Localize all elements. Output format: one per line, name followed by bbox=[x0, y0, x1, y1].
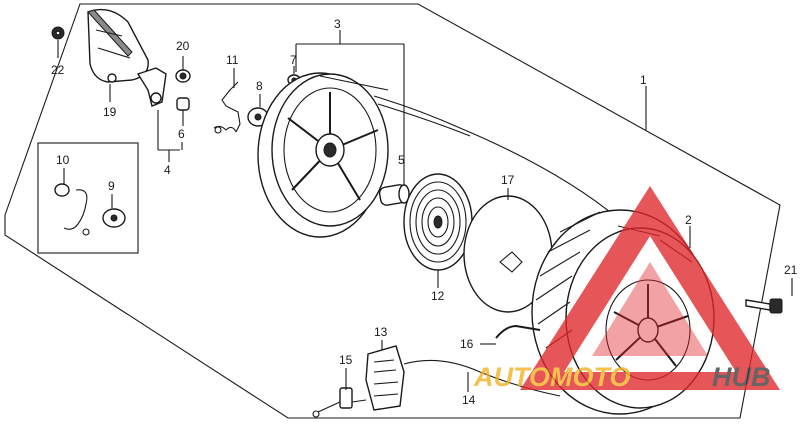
label-12: 12 bbox=[431, 289, 445, 303]
label-9: 9 bbox=[108, 179, 115, 193]
label-2: 2 bbox=[685, 213, 692, 227]
part-21-bolt bbox=[745, 298, 783, 314]
label-19: 19 bbox=[103, 105, 117, 119]
label-20: 20 bbox=[176, 39, 190, 53]
ratchet-pawl bbox=[136, 67, 167, 107]
part-11-spring bbox=[213, 81, 241, 134]
starter-rope-inner bbox=[377, 103, 471, 137]
label-11: 11 bbox=[226, 53, 239, 67]
label-5: 5 bbox=[398, 153, 405, 167]
part-19-shroud bbox=[87, 8, 149, 83]
part-20-collar bbox=[175, 69, 191, 83]
label-21: 21 bbox=[784, 263, 798, 277]
label-17: 17 bbox=[501, 173, 515, 187]
assembly-frame bbox=[4, 3, 781, 419]
part-6-bush bbox=[176, 97, 190, 111]
starter-rope bbox=[373, 95, 621, 221]
part-10-spring bbox=[54, 183, 90, 236]
subkit-box bbox=[37, 142, 139, 254]
label-7: 7 bbox=[290, 53, 297, 67]
part-15-knot bbox=[312, 387, 367, 418]
label-4: 4 bbox=[164, 163, 171, 177]
part-12-recoil-spring bbox=[403, 173, 473, 271]
label-14: 14 bbox=[462, 393, 476, 407]
automotohub-watermark: AUTOMOTO HUB bbox=[473, 186, 780, 392]
watermark-word-automoto: AUTOMOTO bbox=[473, 362, 631, 392]
label-22: 22 bbox=[51, 63, 65, 77]
label-1: 1 bbox=[640, 73, 647, 87]
part-3-reel bbox=[257, 72, 389, 238]
part-16-guide bbox=[495, 324, 541, 339]
label-3: 3 bbox=[334, 17, 341, 31]
watermark-word-hub: HUB bbox=[712, 362, 771, 392]
label-15: 15 bbox=[339, 353, 353, 367]
leader-lines bbox=[57, 30, 793, 392]
label-10: 10 bbox=[56, 153, 70, 167]
label-13: 13 bbox=[374, 325, 388, 339]
label-6: 6 bbox=[178, 127, 185, 141]
part-13-starter-grip bbox=[365, 345, 561, 411]
watermark-inner-triangle-icon bbox=[592, 262, 708, 356]
watermark-triangle-logo-icon bbox=[520, 186, 780, 390]
part-9-washer bbox=[102, 208, 126, 228]
part-22-nut bbox=[51, 26, 65, 40]
label-16: 16 bbox=[460, 337, 474, 351]
label-8: 8 bbox=[256, 79, 263, 93]
part-labels: 1 2 3 4 5 6 7 8 9 10 11 12 13 14 15 16 1… bbox=[51, 17, 798, 407]
part-5-bush bbox=[378, 184, 410, 206]
